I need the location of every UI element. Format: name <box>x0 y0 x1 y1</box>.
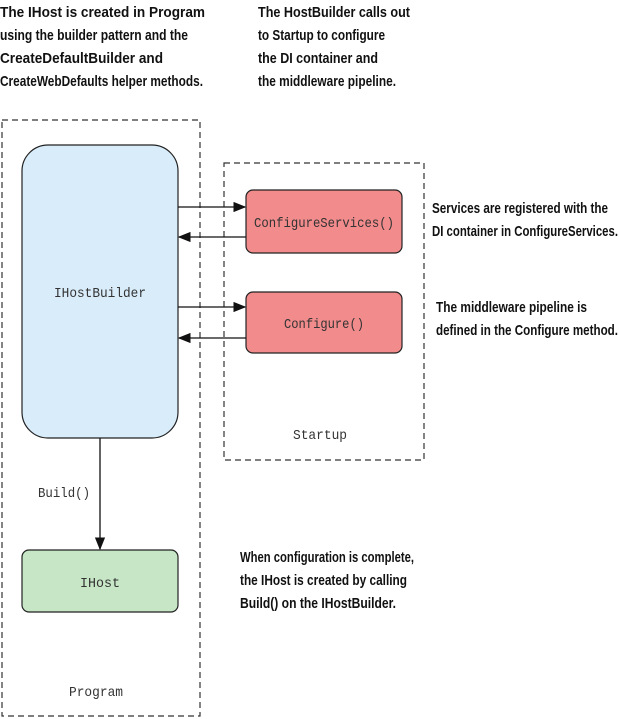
configure-services-node <box>245 189 403 254</box>
annotation-line: When configuration is complete, <box>240 549 414 566</box>
annotation-top-left: The IHost is created in Program using th… <box>0 4 205 90</box>
annotation-middleware: The middleware pipeline is defined in th… <box>436 299 618 339</box>
annotation-line: CreateDefaultBuilder and <box>0 50 163 67</box>
annotation-line: defined in the Configure method. <box>436 322 618 339</box>
program-label: Program <box>69 685 123 701</box>
annotation-build: When configuration is complete, the IHos… <box>240 549 414 612</box>
annotation-top-right: The HostBuilder calls out to Startup to … <box>258 4 410 90</box>
annotation-line: CreateWebDefaults helper methods. <box>0 73 203 90</box>
annotation-line: DI container in ConfigureServices. <box>432 223 618 240</box>
build-edge-label: Build() <box>38 486 90 502</box>
configure-node <box>245 291 403 354</box>
annotation-line: The HostBuilder calls out <box>258 4 410 21</box>
startup-label: Startup <box>293 428 347 444</box>
ihostbuilder-label: IHostBuilder <box>54 286 146 302</box>
annotation-line: the middleware pipeline. <box>258 73 396 90</box>
program-container <box>1 119 201 717</box>
annotation-line: Services are registered with the <box>432 200 608 217</box>
startup-container <box>223 162 425 461</box>
configure-label: Configure() <box>284 317 364 333</box>
annotation-line: The IHost is created in Program <box>0 4 205 21</box>
annotation-line: the IHost is created by calling <box>240 572 407 589</box>
annotation-line: Build() on the IHostBuilder. <box>240 595 396 612</box>
annotation-line: The middleware pipeline is <box>436 299 587 316</box>
annotation-services: Services are registered with the DI cont… <box>432 200 618 240</box>
ihost-label: IHost <box>80 576 120 592</box>
annotation-line: using the builder pattern and the <box>0 27 188 44</box>
annotation-line: to Startup to configure <box>258 27 385 44</box>
configure-services-label: ConfigureServices() <box>254 216 394 232</box>
annotation-line: the DI container and <box>258 50 378 67</box>
